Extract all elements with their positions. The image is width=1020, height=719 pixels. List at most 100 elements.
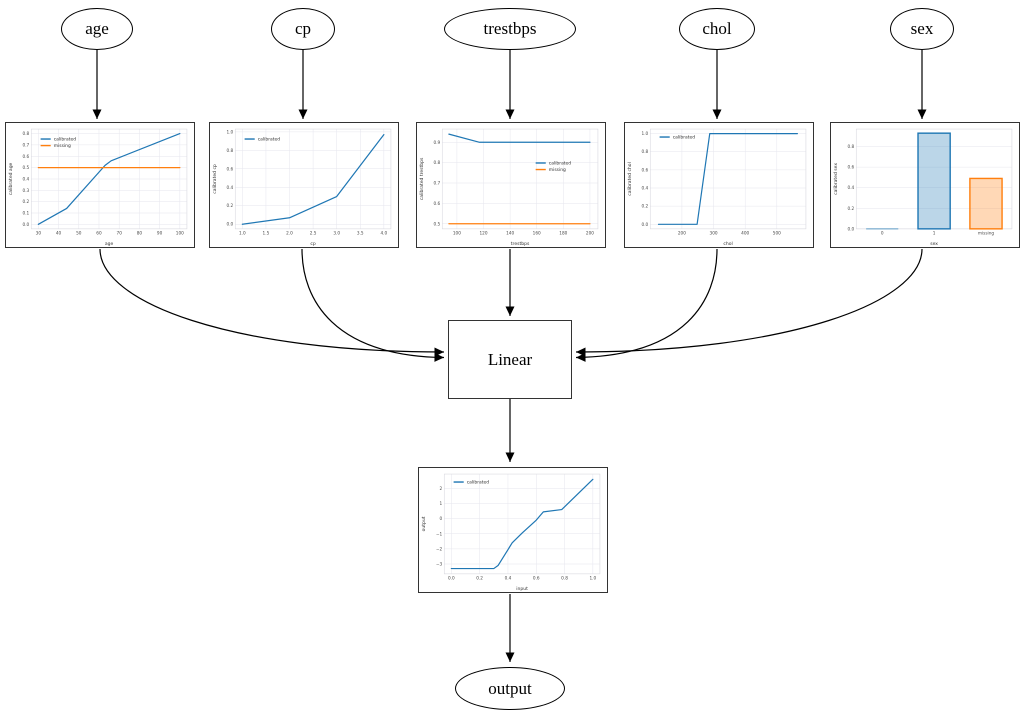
- svg-text:0.0: 0.0: [448, 575, 455, 580]
- svg-text:calibrated trestbps: calibrated trestbps: [419, 157, 425, 200]
- svg-text:0.4: 0.4: [848, 185, 855, 190]
- svg-text:calibrated: calibrated: [549, 161, 571, 167]
- svg-text:output: output: [421, 516, 427, 531]
- node-cp-label: cp: [294, 19, 312, 38]
- chart-calibrated-trestbps: 0.5 0.6 0.7 0.8 0.9 100 120 140 160 180 200 trestbp…: [419, 128, 599, 247]
- svg-text:3.0: 3.0: [333, 230, 340, 235]
- svg-text:cp: cp: [310, 242, 315, 247]
- svg-text:2: 2: [440, 486, 443, 491]
- svg-text:90: 90: [157, 230, 163, 235]
- node-trestbps-label: trestbps: [483, 19, 537, 38]
- svg-text:30: 30: [36, 230, 42, 235]
- svg-text:missing: missing: [549, 167, 566, 173]
- svg-text:calibrated: calibrated: [467, 480, 489, 486]
- svg-text:calibrated: calibrated: [673, 135, 695, 141]
- svg-text:0.0: 0.0: [23, 222, 30, 227]
- node-cp: cp: [271, 8, 335, 50]
- svg-text:1.0: 1.0: [642, 131, 649, 136]
- node-sex-label: sex: [910, 19, 934, 38]
- svg-text:0.2: 0.2: [476, 575, 483, 580]
- svg-text:0.9: 0.9: [434, 140, 441, 145]
- svg-text:0.6: 0.6: [642, 167, 649, 172]
- svg-text:0.6: 0.6: [434, 201, 441, 206]
- svg-text:120: 120: [479, 230, 487, 235]
- edge-ageplot-to-linear: [99, 248, 445, 357]
- node-age: age: [61, 8, 133, 50]
- svg-text:80: 80: [137, 230, 143, 235]
- svg-text:2.5: 2.5: [310, 230, 317, 235]
- svg-text:200: 200: [678, 230, 686, 235]
- svg-text:0.7: 0.7: [434, 181, 441, 186]
- svg-text:3.5: 3.5: [357, 230, 364, 235]
- node-age-label: age: [85, 19, 109, 38]
- svg-text:calibrated age: calibrated age: [8, 162, 14, 195]
- svg-text:0: 0: [881, 230, 884, 235]
- svg-text:−3: −3: [436, 562, 443, 567]
- svg-text:300: 300: [710, 230, 718, 235]
- svg-text:1: 1: [933, 230, 936, 235]
- svg-text:40: 40: [56, 230, 62, 235]
- svg-text:0.5: 0.5: [23, 165, 30, 170]
- svg-text:sex: sex: [930, 242, 938, 247]
- svg-text:180: 180: [559, 230, 567, 235]
- svg-text:160: 160: [533, 230, 541, 235]
- svg-text:500: 500: [773, 230, 781, 235]
- svg-text:0.6: 0.6: [848, 165, 855, 170]
- edge-cholplot-to-linear: [575, 248, 718, 362]
- svg-text:trestbps: trestbps: [511, 241, 530, 247]
- node-linear-label: Linear: [487, 349, 533, 369]
- svg-text:0.8: 0.8: [23, 131, 30, 136]
- svg-text:2.0: 2.0: [286, 230, 293, 235]
- svg-text:0.5: 0.5: [434, 221, 441, 226]
- svg-text:0.6: 0.6: [533, 575, 540, 580]
- svg-text:60: 60: [96, 230, 102, 235]
- svg-text:calibrated cp: calibrated cp: [212, 164, 218, 194]
- edge-cpplot-to-linear: [301, 248, 445, 362]
- svg-text:1.0: 1.0: [227, 129, 234, 134]
- svg-text:0.4: 0.4: [23, 176, 30, 181]
- edge-sexplot-to-linear: [575, 248, 923, 357]
- svg-text:100: 100: [176, 230, 184, 235]
- svg-text:0.0: 0.0: [848, 226, 855, 231]
- node-linear: Linear: [448, 320, 572, 399]
- plot-calibrated-trestbps: 0.5 0.6 0.7 0.8 0.9 100 120 140 160 180 200 trestbp…: [416, 122, 606, 248]
- svg-text:1.5: 1.5: [263, 230, 270, 235]
- svg-text:input: input: [516, 586, 528, 592]
- svg-text:200: 200: [586, 230, 594, 235]
- svg-text:0.2: 0.2: [642, 204, 649, 209]
- node-chol: chol: [679, 8, 755, 50]
- svg-text:calibrated: calibrated: [54, 137, 76, 143]
- svg-text:0.6: 0.6: [23, 154, 30, 159]
- svg-text:0.1: 0.1: [23, 210, 30, 215]
- node-trestbps: trestbps: [444, 8, 576, 50]
- svg-text:0.2: 0.2: [23, 199, 30, 204]
- svg-text:0.4: 0.4: [505, 575, 512, 580]
- svg-text:0.0: 0.0: [642, 222, 649, 227]
- svg-text:400: 400: [741, 230, 749, 235]
- svg-text:100: 100: [453, 230, 461, 235]
- svg-text:140: 140: [506, 230, 514, 235]
- svg-text:calibrated chol: calibrated chol: [627, 162, 633, 196]
- svg-text:0.3: 0.3: [23, 188, 30, 193]
- svg-text:0.4: 0.4: [642, 186, 649, 191]
- svg-text:missing: missing: [978, 230, 995, 235]
- svg-text:0.8: 0.8: [227, 148, 234, 153]
- svg-text:0.0: 0.0: [227, 222, 234, 227]
- svg-text:1.0: 1.0: [589, 575, 596, 580]
- svg-text:50: 50: [76, 230, 82, 235]
- svg-text:0.6: 0.6: [227, 166, 234, 171]
- node-chol-label: chol: [702, 19, 732, 38]
- svg-text:0.8: 0.8: [434, 160, 441, 165]
- node-output-label: output: [488, 678, 532, 698]
- svg-text:0.4: 0.4: [227, 185, 234, 190]
